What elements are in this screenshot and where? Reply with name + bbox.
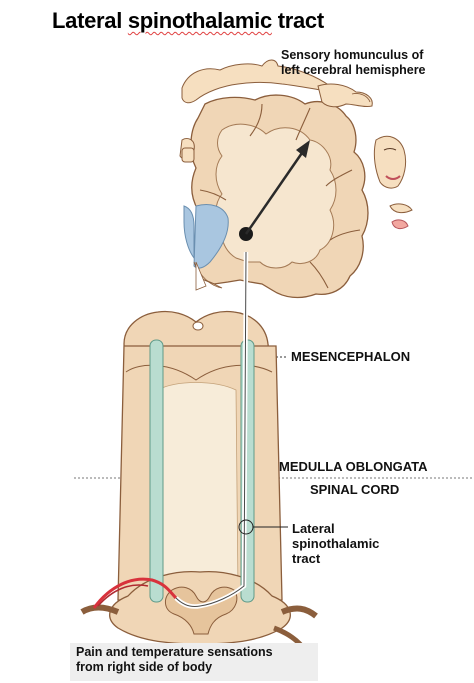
cerebral-hemisphere <box>183 94 369 299</box>
page-title: Lateral spinothalamic tract <box>52 8 324 34</box>
ascending-pathway <box>92 140 310 609</box>
white-matter <box>215 123 337 269</box>
right-tract-column <box>149 339 164 603</box>
sensory-nerve-fiber-2 <box>97 584 149 607</box>
homunculus-toe <box>181 147 195 163</box>
right-dorsal-root <box>80 604 120 615</box>
title-word-spinothalamic: spinothalamic <box>127 8 272 33</box>
homunculus-lips <box>385 175 401 180</box>
title-word-tract: tract <box>277 8 324 33</box>
homunculus-finger <box>351 93 371 103</box>
left-ventricle-piece <box>183 205 195 260</box>
spinal-cord-label: SPINAL CORD <box>310 482 400 497</box>
homunculus-hand <box>317 83 373 108</box>
sulcus-3 <box>325 169 353 187</box>
pathway-fiber-outline <box>175 251 247 607</box>
pain-label-line1: Pain and temperature sensations <box>76 645 273 659</box>
tract-label-line1: Lateral <box>292 521 335 536</box>
tract-label-line2: spinothalamic <box>292 536 380 551</box>
sensory-homunculus <box>179 59 413 230</box>
cerebral-aqueduct <box>192 321 204 331</box>
third-ventricle <box>195 261 207 291</box>
homunculus-label-line1: Sensory homunculus of <box>281 48 424 62</box>
tract-label-line3: tract <box>292 551 321 566</box>
sulcus-6 <box>199 189 227 201</box>
homunculus-teeth <box>389 203 413 214</box>
title-word-lateral: Lateral <box>52 8 123 33</box>
pain-temperature-label: Pain and temperature sensations from rig… <box>70 643 318 681</box>
lateral-ventricle <box>193 204 229 269</box>
brainstem-column <box>80 310 318 654</box>
homunculus-face <box>373 135 407 189</box>
tract-label: Lateral spinothalamic tract <box>292 521 379 566</box>
left-dorsal-root <box>280 605 318 619</box>
cord-white-center <box>151 382 239 593</box>
mesencephalon-label: MESENCEPHALON <box>291 349 411 364</box>
sulcus-2 <box>295 107 311 141</box>
sulcus-1 <box>249 103 263 137</box>
homunculus-tongue <box>391 219 409 230</box>
sulcus-4 <box>329 229 361 241</box>
sulcus-5 <box>309 261 329 289</box>
sensory-nerve-fiber <box>92 577 178 609</box>
homunculus-label-line2: left cerebral hemisphere <box>281 63 426 77</box>
pain-label-line2: from right side of body <box>76 660 213 674</box>
pathway-arrowhead <box>296 140 310 158</box>
homunculus-label: Sensory homunculus of left cerebral hemi… <box>281 48 426 78</box>
thalamocortical-fiber <box>244 149 306 235</box>
medulla-label: MEDULLA OBLONGATA <box>279 459 428 474</box>
homunculus-eye <box>383 148 397 151</box>
